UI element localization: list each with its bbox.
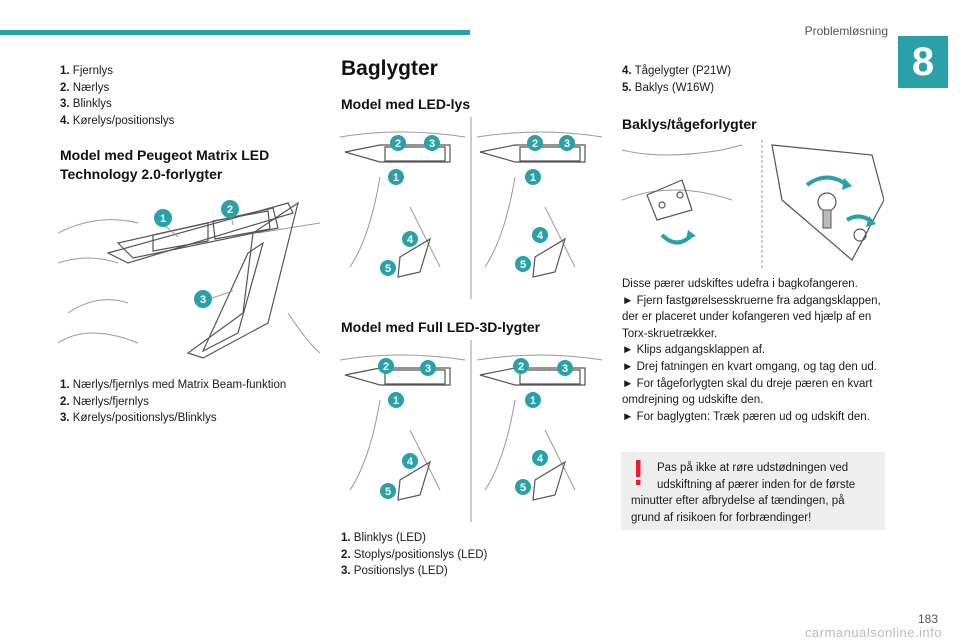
list-item: 2. Nærlys xyxy=(60,81,110,94)
figure-badge: 4 xyxy=(537,453,544,465)
header-accent-bar xyxy=(0,30,470,35)
paragraph: Disse pærer udskiftes udefra i bagkofang… xyxy=(622,278,858,290)
warning-line-1: Pas på ikke at røre udstødningen ved xyxy=(657,462,849,474)
matrix-headlamp-figure: 1 2 3 xyxy=(58,193,320,365)
figure-badge: 4 xyxy=(537,230,544,242)
paragraph: ► Fjern fastgørelsesskruerne fra adgangs… xyxy=(622,294,881,340)
figure-badge: 1 xyxy=(530,172,536,184)
led-rear-lamp-figure: 2 3 1 4 5 2 3 1 4 5 xyxy=(340,117,602,299)
matrix-lamp-list: 1. Nærlys/fjernlys med Matrix Beam-funkt… xyxy=(60,377,286,427)
bulb-list: 4. Tågelygter (P21W) 5. Baklys (W16W) xyxy=(622,63,731,96)
section-title: Problemløsning xyxy=(804,24,888,38)
rear-lamp-list: 1. Blinklys (LED) 2. Stoplys/positionsly… xyxy=(341,530,487,580)
reverse-fog-figure xyxy=(622,140,884,268)
replacement-instructions: Disse pærer udskiftes udefra i bagkofang… xyxy=(622,276,888,425)
figure-badge: 4 xyxy=(407,234,414,246)
list-item: 4. Kørelys/positionslys xyxy=(60,114,175,127)
figure-badge: 2 xyxy=(395,138,401,150)
full-led-rear-lamp-figure: 2 3 1 4 5 2 3 1 4 5 xyxy=(340,340,602,522)
list-item: 3. Blinklys xyxy=(60,98,112,110)
paragraph: ► For baglygten: Træk pæren ud og udskif… xyxy=(622,410,870,423)
figure-badge: 1 xyxy=(160,213,166,225)
figure-badge: 3 xyxy=(425,363,431,375)
front-lamp-list: 1. Fjernlys 2. Nærlys 3. Blinklys 4. Kør… xyxy=(60,63,174,129)
page-number: 183 xyxy=(917,612,938,626)
figure-badge: 5 xyxy=(385,263,391,275)
figure-badge: 4 xyxy=(407,456,414,468)
warning-rest: minutter efter afbrydelse af tændingen, … xyxy=(631,495,845,524)
list-item: 1. Fjernlys xyxy=(60,65,114,77)
full-led-heading: Model med Full LED-3D-lygter xyxy=(341,319,541,335)
figure-badge: 2 xyxy=(518,361,524,373)
warning-line-2: udskiftning af pærer inden for de første xyxy=(657,478,856,491)
paragraph: ► Drej fatningen en kvart omgang, og tag… xyxy=(622,360,877,373)
figure-badge: 1 xyxy=(530,395,536,407)
paragraph: ► Klips adgangsklappen af. xyxy=(622,344,766,357)
list-item: 1. Nærlys/fjernlys med Matrix Beam-funkt… xyxy=(60,379,287,391)
paragraph: ► For tågeforlygten skal du dreje pæren … xyxy=(622,377,873,407)
figure-badge: 5 xyxy=(520,259,526,271)
list-item: 2. Stoplys/positionslys (LED) xyxy=(341,548,488,561)
list-item: 3. Kørelys/positionslys/Blinklys xyxy=(60,412,217,424)
list-item: 3. Positionslys (LED) xyxy=(341,565,448,577)
figure-badge: 2 xyxy=(227,204,233,216)
figure-badge: 3 xyxy=(564,138,570,150)
figure-badge: 3 xyxy=(200,294,206,306)
warning-box: Pas på ikke at røre udstødningen ved uds… xyxy=(621,452,885,530)
figure-badge: 2 xyxy=(532,138,538,150)
figure-badge: 3 xyxy=(562,363,568,375)
figure-badge: 3 xyxy=(429,138,435,150)
figure-badge: 5 xyxy=(385,486,391,498)
list-item: 1. Blinklys (LED) xyxy=(341,532,427,544)
warning-exclamation-icon xyxy=(636,460,641,485)
figure-badge: 2 xyxy=(383,361,389,373)
watermark: carmanualsonline.info xyxy=(805,625,942,640)
list-item: 4. Tågelygter (P21W) xyxy=(622,65,732,77)
figure-badge: 1 xyxy=(393,172,399,184)
figure-badge: 1 xyxy=(393,395,399,407)
reverse-fog-heading: Baklys/tågeforlygter xyxy=(622,116,757,132)
chapter-number: 8 xyxy=(898,36,948,88)
list-item: 2. Nærlys/fjernlys xyxy=(60,395,149,408)
led-model-heading: Model med LED-lys xyxy=(341,96,471,112)
figure-badge: 5 xyxy=(520,482,526,494)
rear-lamps-title: Baglygter xyxy=(341,57,438,80)
list-item: 5. Baklys (W16W) xyxy=(622,81,715,94)
